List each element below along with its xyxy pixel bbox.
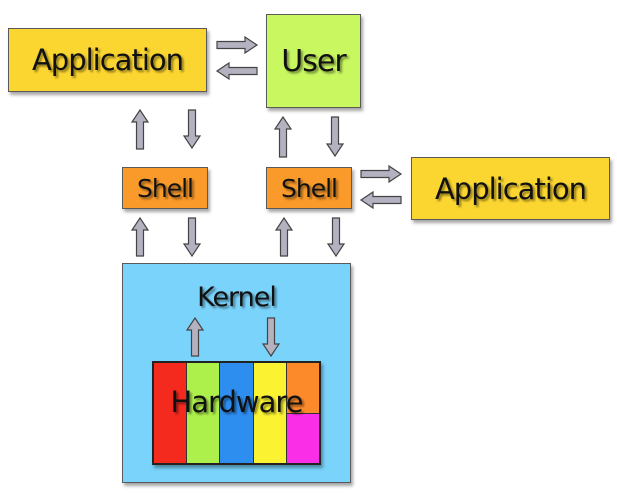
shell-left-label: Shell bbox=[137, 173, 194, 203]
hardware-cell bbox=[154, 363, 187, 463]
arrow-user-to-application-top bbox=[215, 61, 258, 81]
hardware-column bbox=[220, 363, 254, 463]
hardware-column bbox=[253, 363, 287, 463]
hardware-cell bbox=[286, 412, 320, 463]
application-right-box: Application bbox=[411, 157, 610, 220]
hardware-block bbox=[152, 361, 321, 465]
shell-right-box: Shell bbox=[266, 167, 352, 209]
arrow-kernel-to-shell-right bbox=[274, 216, 294, 257]
arrow-shell-left-to-application-top bbox=[130, 108, 150, 150]
arrow-application-top-to-user bbox=[216, 35, 259, 55]
arrow-shell-right-to-kernel bbox=[326, 217, 346, 258]
hardware-column bbox=[187, 363, 221, 463]
arrow-user-to-shell-right bbox=[325, 116, 345, 158]
user-label: User bbox=[281, 43, 346, 79]
application-right-label: Application bbox=[434, 171, 587, 206]
arrow-shell-left-to-kernel bbox=[182, 217, 202, 258]
shell-right-label: Shell bbox=[281, 173, 338, 203]
hardware-column bbox=[154, 363, 188, 463]
arrow-kernel-to-hardware bbox=[261, 317, 281, 358]
hardware-cell bbox=[253, 363, 286, 463]
arrow-kernel-to-shell-left bbox=[130, 216, 150, 257]
user-box: User bbox=[266, 14, 361, 108]
hardware-cell bbox=[286, 363, 320, 413]
hardware-cell bbox=[220, 363, 253, 463]
arrow-shell-right-to-user bbox=[273, 115, 293, 158]
shell-left-box: Shell bbox=[122, 167, 208, 209]
arrow-hardware-to-kernel bbox=[185, 316, 205, 357]
arrow-application-top-to-shell-left bbox=[182, 109, 202, 150]
arrow-shell-right-to-application-right bbox=[360, 164, 403, 184]
hardware-cell bbox=[187, 363, 220, 463]
hardware-label: Hardware bbox=[170, 385, 303, 419]
kernel-label: Kernel bbox=[197, 282, 277, 313]
application-top-box: Application bbox=[8, 28, 207, 92]
arrow-application-right-to-shell-right bbox=[359, 190, 402, 210]
application-top-label: Application bbox=[31, 43, 184, 77]
hardware-column bbox=[286, 363, 320, 463]
